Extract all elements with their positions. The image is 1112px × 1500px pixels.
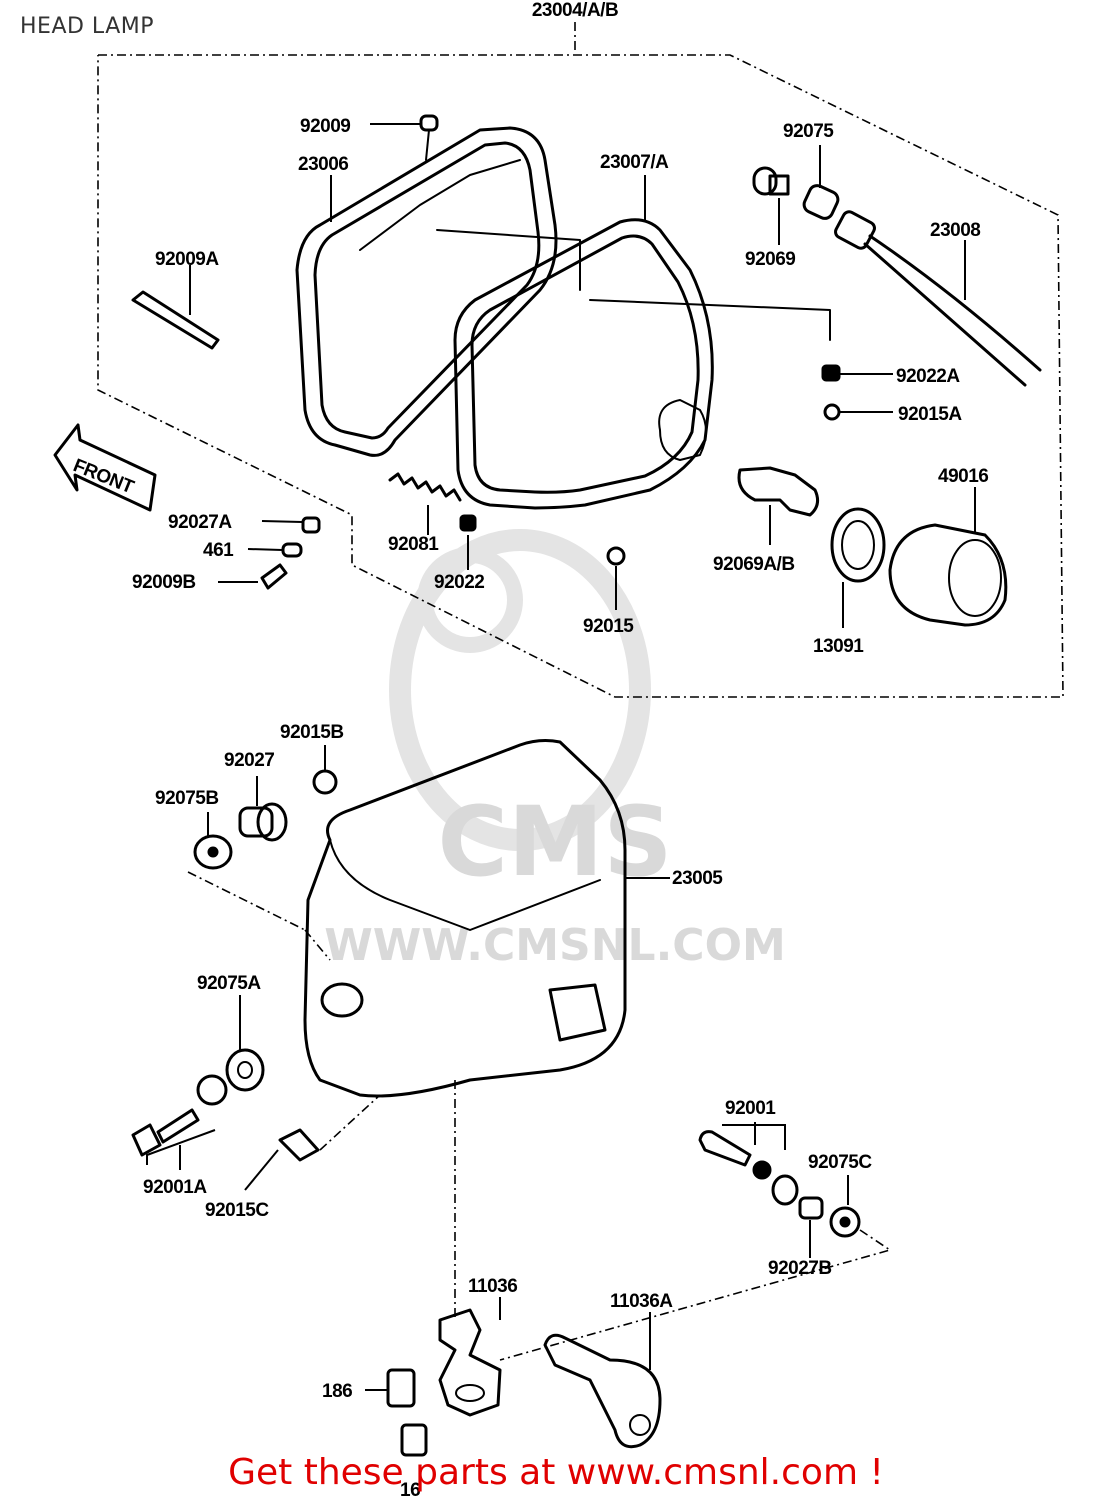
- label-92069[interactable]: 92069: [745, 249, 796, 270]
- label-92075C[interactable]: 92075C: [808, 1152, 873, 1173]
- part-92081-spring[interactable]: [388, 472, 462, 535]
- front-direction-arrow: FRONT: [53, 423, 157, 512]
- label-92027B[interactable]: 92027B: [768, 1258, 832, 1279]
- label-92027[interactable]: 92027: [224, 750, 275, 771]
- part-92022A-nut[interactable]: [821, 364, 893, 382]
- part-11036A-bracket[interactable]: [543, 1312, 662, 1449]
- part-92001A-bolt[interactable]: [131, 1074, 228, 1170]
- part-186-clip[interactable]: [365, 1368, 416, 1408]
- part-92075B-grommet[interactable]: [193, 812, 233, 870]
- part-92015B-nut[interactable]: [312, 745, 338, 795]
- label-92001[interactable]: 92001: [725, 1098, 777, 1119]
- label-92027A[interactable]: 92027A: [168, 512, 233, 533]
- label-16[interactable]: 16: [400, 1480, 421, 1500]
- label-11036[interactable]: 11036: [468, 1276, 518, 1297]
- part-23005-housing[interactable]: [187, 739, 670, 1098]
- part-23006-rim[interactable]: [295, 126, 558, 457]
- page-title: HEAD LAMP: [20, 14, 154, 39]
- label-92075A[interactable]: 92075A: [197, 973, 262, 994]
- part-92015C-clip[interactable]: [244, 1094, 381, 1191]
- assembly-boundary: [97, 22, 1064, 698]
- label-49016[interactable]: 49016: [938, 466, 989, 487]
- label-92001A[interactable]: 92001A: [143, 1177, 208, 1198]
- part-92009A-screw[interactable]: [131, 265, 220, 350]
- label-23005[interactable]: 23005: [672, 868, 724, 889]
- label-461[interactable]: 461: [203, 540, 235, 561]
- part-92075A-grommet[interactable]: [225, 995, 265, 1092]
- watermark-url: WWW.CMSNL.COM: [324, 920, 786, 971]
- part-labels: 23004/A/B 92009 23006 23007/A 92075 2300…: [132, 0, 989, 1500]
- label-92009[interactable]: 92009: [300, 116, 351, 137]
- part-92069AB-bulb[interactable]: [737, 466, 820, 545]
- label-92015B[interactable]: 92015B: [280, 722, 344, 743]
- footer-link[interactable]: Get these parts at www.cmsnl.com !: [228, 1452, 884, 1493]
- label-92015C[interactable]: 92015C: [205, 1200, 270, 1221]
- label-92015[interactable]: 92015: [583, 616, 635, 637]
- part-13091-socket[interactable]: [830, 507, 886, 628]
- part-92015-nut[interactable]: [606, 546, 626, 610]
- label-92015A[interactable]: 92015A: [898, 404, 963, 425]
- label-92069AB[interactable]: 92069A/B: [713, 554, 795, 575]
- label-23007A[interactable]: 23007/A: [600, 152, 670, 173]
- part-16-clip[interactable]: [400, 1423, 428, 1457]
- part-92027B-collar[interactable]: [499, 1196, 892, 1361]
- label-186[interactable]: 186: [322, 1381, 353, 1402]
- label-92022[interactable]: 92022: [434, 572, 485, 593]
- watermark-logo: CMS: [437, 786, 672, 898]
- part-92027-collar[interactable]: [238, 776, 288, 842]
- part-92009B-screw[interactable]: [218, 563, 288, 590]
- part-92075-grommet[interactable]: [801, 145, 840, 221]
- label-13091[interactable]: 13091: [813, 636, 865, 657]
- label-92081[interactable]: 92081: [388, 534, 440, 555]
- part-92027A-screw[interactable]: [261, 516, 321, 534]
- label-23004[interactable]: 23004/A/B: [532, 0, 619, 21]
- label-92009B[interactable]: 92009B: [132, 572, 196, 593]
- part-92015A-nut[interactable]: [823, 403, 893, 421]
- label-11036A[interactable]: 11036A: [610, 1291, 674, 1312]
- part-23007-sealed-beam[interactable]: [436, 175, 831, 510]
- part-23008-wire[interactable]: [833, 210, 1042, 387]
- part-92075C-grommet[interactable]: [771, 1174, 861, 1238]
- part-11036-bracket[interactable]: [438, 1080, 502, 1417]
- label-92009A[interactable]: 92009A: [155, 249, 220, 270]
- watermark: CMS WWW.CMSNL.COM: [324, 529, 786, 971]
- label-92075B[interactable]: 92075B: [155, 788, 219, 809]
- part-92022-nut[interactable]: [459, 514, 477, 570]
- label-23006[interactable]: 23006: [298, 154, 349, 175]
- label-92022A[interactable]: 92022A: [896, 366, 961, 387]
- label-23008[interactable]: 23008: [930, 220, 981, 241]
- part-49016-cover[interactable]: [888, 487, 1008, 627]
- part-92001-bolt[interactable]: [698, 1122, 786, 1180]
- part-92069-bulb[interactable]: [752, 166, 790, 245]
- part-92009-screw[interactable]: [370, 114, 439, 161]
- label-92075[interactable]: 92075: [783, 121, 835, 142]
- part-461-nut[interactable]: [247, 542, 303, 558]
